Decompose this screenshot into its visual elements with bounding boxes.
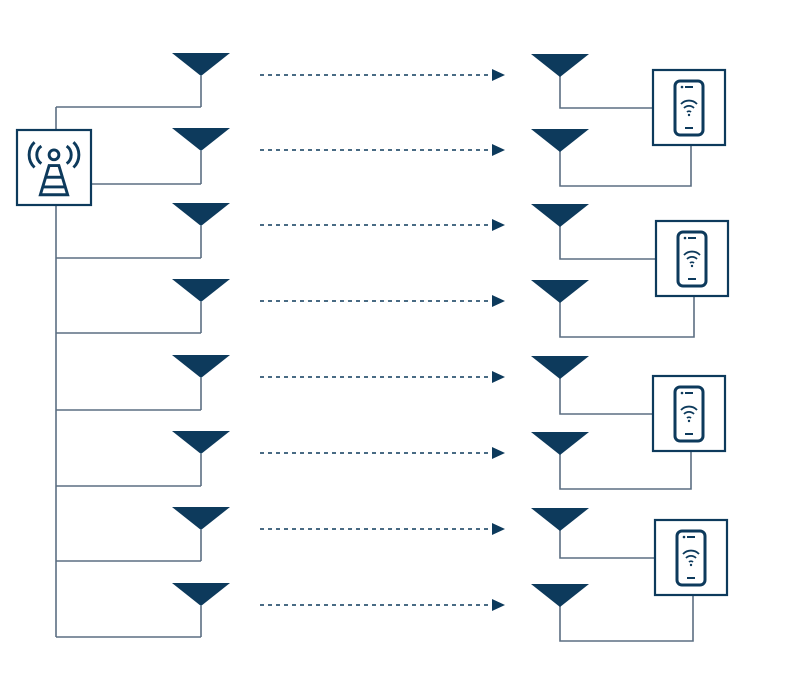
- tx-antenna-3: [172, 203, 230, 226]
- rx-feed-upper-3: [559, 378, 653, 415]
- link-arrowhead-6: [492, 447, 505, 459]
- tx-antenna-1: [172, 53, 230, 76]
- user-devices: [651, 68, 730, 597]
- link-arrowhead-5: [492, 371, 505, 383]
- wiring: [55, 76, 695, 642]
- link-arrowhead-1: [492, 69, 505, 81]
- base-station: [15, 128, 93, 207]
- rx-feed-lower-3: [559, 451, 692, 490]
- rx-antenna-5: [531, 356, 589, 379]
- link-arrowhead-8: [492, 599, 505, 611]
- rx-antenna-1: [531, 54, 589, 77]
- rx-antenna-7: [531, 508, 589, 531]
- link-arrowhead-3: [492, 219, 505, 231]
- rx-antenna-2: [531, 129, 589, 152]
- rx-feed-upper-4: [559, 530, 655, 559]
- rx-antenna-4: [531, 280, 589, 303]
- rx-feed-lower-2: [559, 296, 695, 338]
- tx-antenna-2: [172, 128, 230, 151]
- rx-antenna-8: [531, 584, 589, 607]
- rx-feed-lower-1: [559, 145, 692, 187]
- tx-antenna-4: [172, 279, 230, 302]
- rx-antenna-6: [531, 432, 589, 455]
- transmit-antenna-array: [172, 53, 230, 606]
- rx-feed-upper-1: [559, 76, 653, 109]
- link-arrowhead-4: [492, 295, 505, 307]
- base-station-box: [15, 128, 93, 207]
- link-arrowhead-7: [492, 523, 505, 535]
- tx-antenna-8: [172, 583, 230, 606]
- radio-links: [260, 69, 505, 611]
- tx-antenna-7: [172, 507, 230, 530]
- link-arrowhead-2: [492, 144, 505, 156]
- tx-antenna-6: [172, 431, 230, 454]
- receive-antenna-array: [531, 54, 589, 607]
- tx-antenna-5: [172, 355, 230, 378]
- rx-feed-lower-4: [559, 595, 694, 642]
- rx-feed-upper-2: [559, 226, 656, 260]
- rx-antenna-3: [531, 204, 589, 227]
